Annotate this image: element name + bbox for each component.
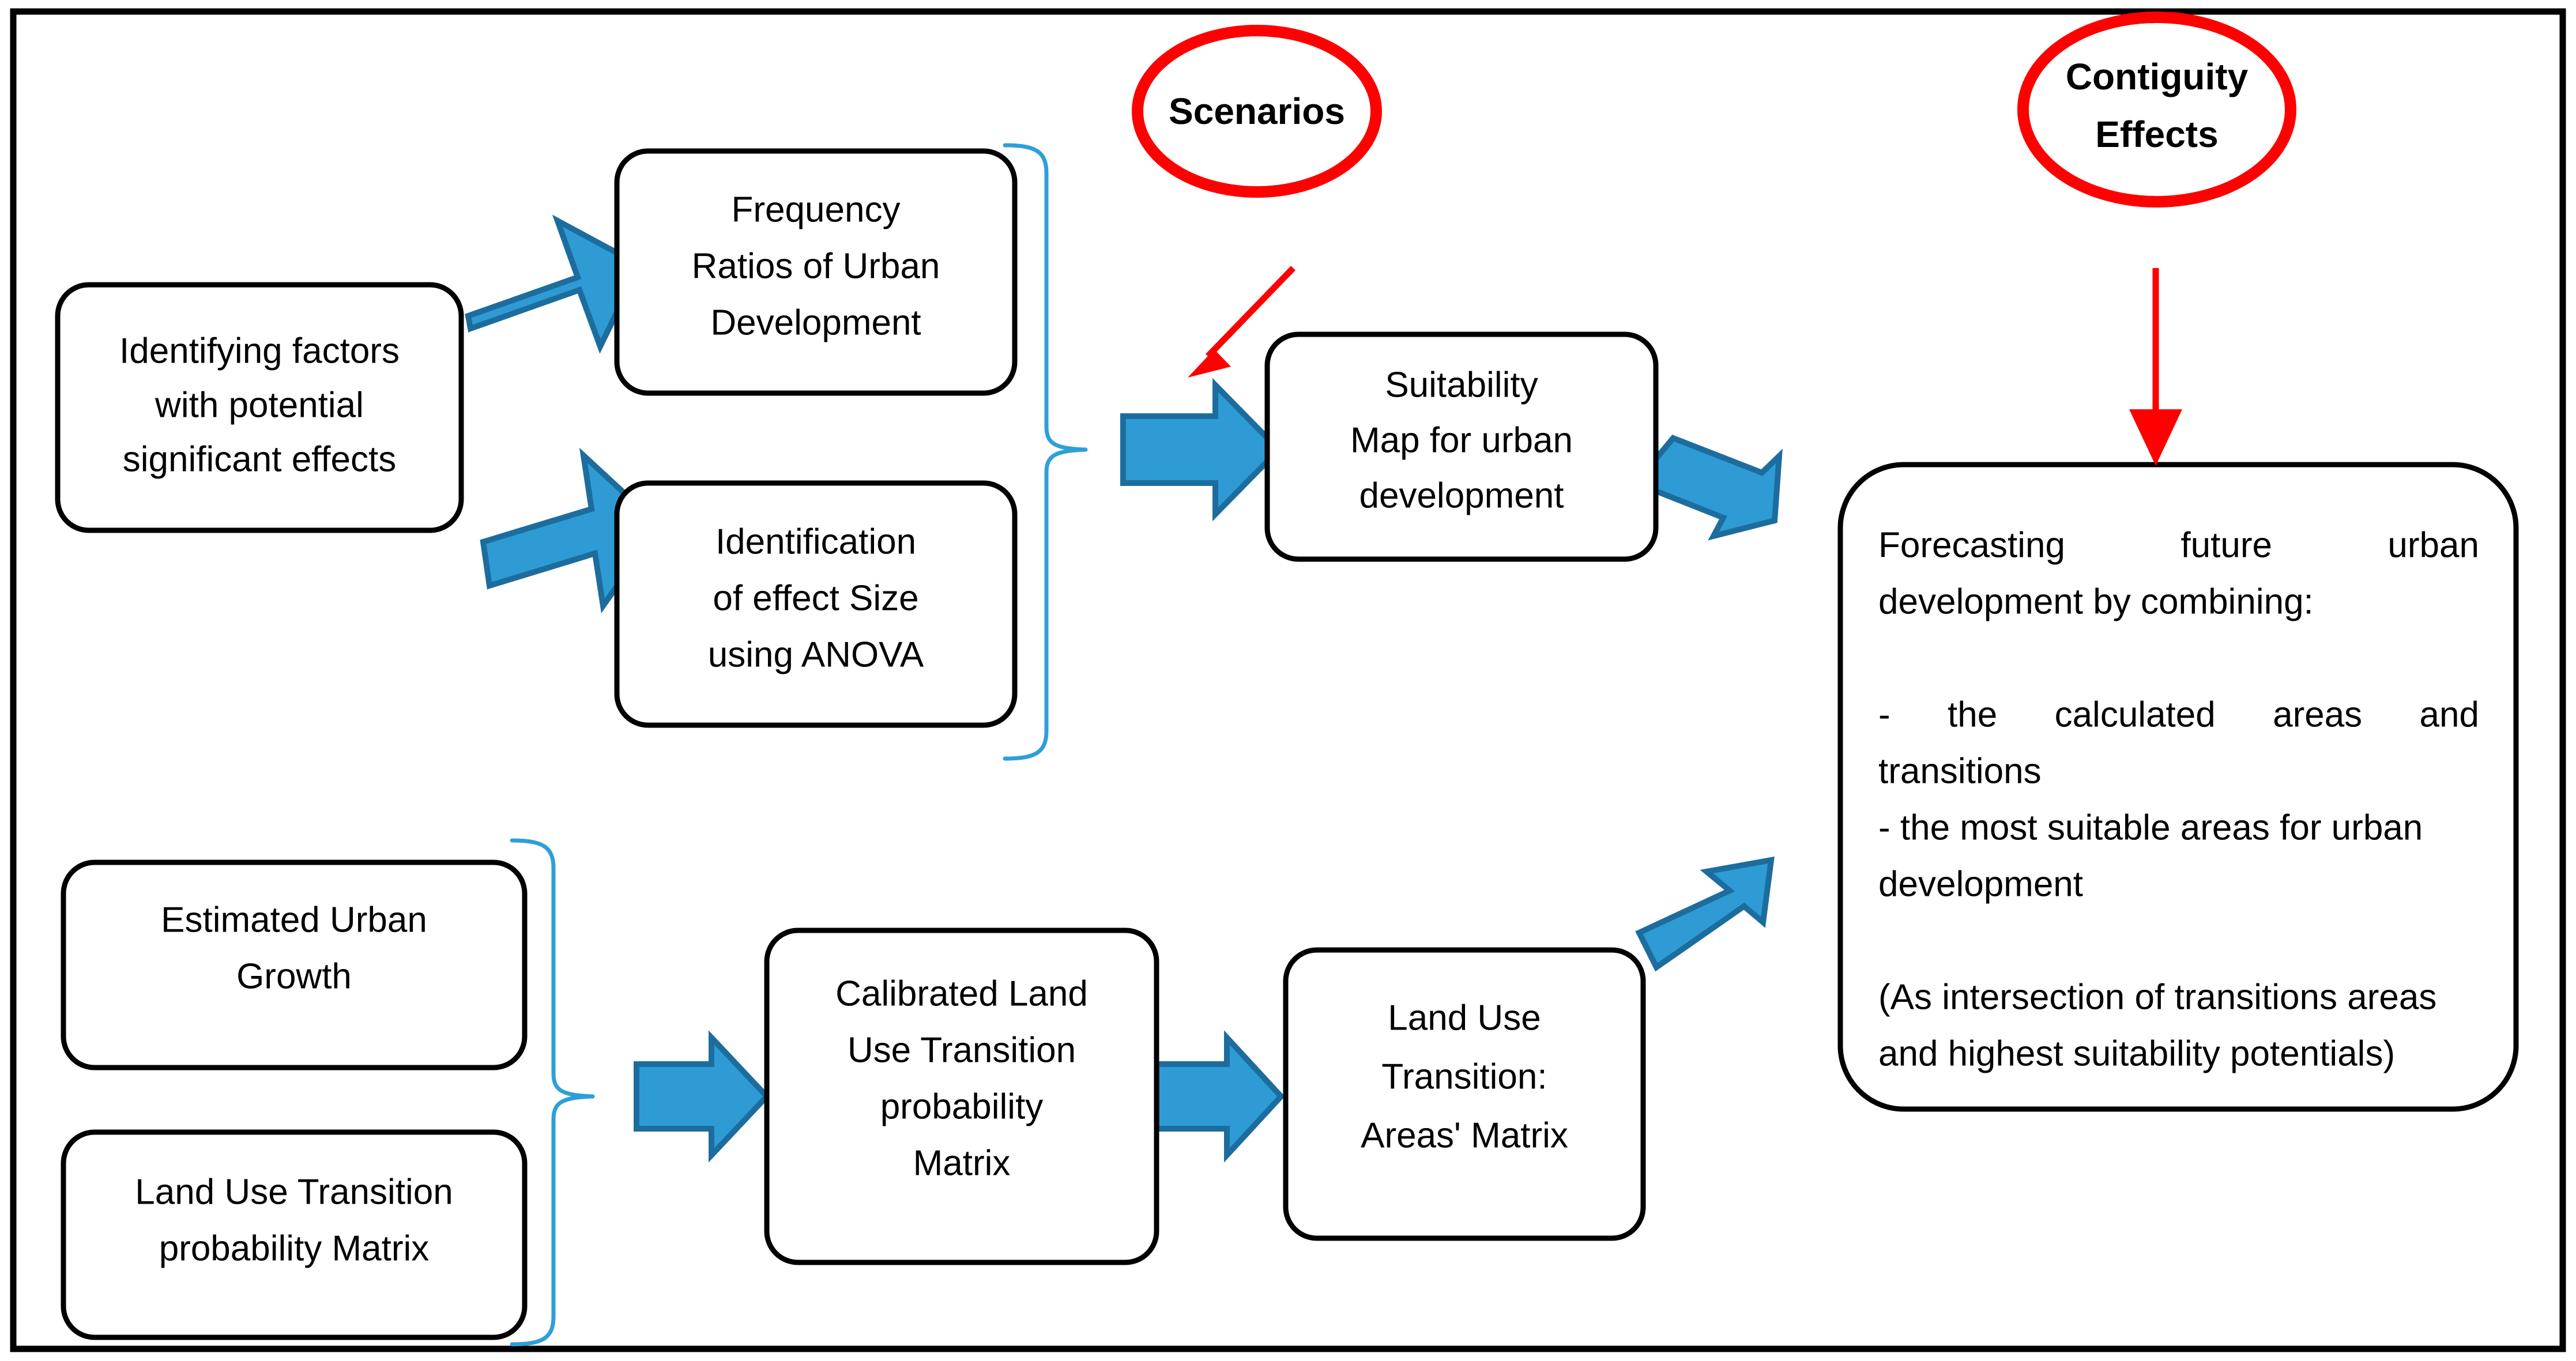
- node-forecasting-word: areas: [2273, 695, 2362, 734]
- node-identifying-factors-line-2: significant effects: [123, 439, 396, 479]
- node-areas-matrix-line-1: Transition:: [1381, 1057, 1547, 1096]
- node-forecasting-line: and highest suitability potentials): [1878, 1034, 2395, 1073]
- node-identifying-factors[interactable]: Identifying factors with potential signi…: [55, 282, 464, 533]
- arrow-areas-to-forecasting: [1635, 856, 1775, 972]
- node-calibrated-matrix-line-3: Matrix: [913, 1143, 1011, 1183]
- node-estimated-growth-line-0: Estimated Urban: [161, 900, 427, 940]
- node-forecasting-word: and: [2420, 695, 2479, 734]
- node-suitability-map-line-0: Suitability: [1385, 365, 1538, 405]
- node-transition-matrix-line-0: Land Use Transition: [135, 1172, 453, 1212]
- node-frequency-ratios[interactable]: Frequency Ratios of Urban Development: [614, 148, 1018, 396]
- node-forecasting-word: the: [1948, 695, 1997, 734]
- node-calibrated-matrix-line-1: Use Transition: [848, 1030, 1076, 1070]
- node-estimated-growth-line-1: Growth: [236, 956, 352, 996]
- node-forecasting-word: calculated: [2055, 695, 2216, 734]
- brace-lower: [510, 838, 595, 1347]
- node-effect-size-line-1: of effect Size: [713, 578, 918, 618]
- node-identifying-factors-line-0: Identifying factors: [119, 331, 400, 371]
- red-connector-contiguity: [2129, 268, 2182, 466]
- node-forecasting-line: (As intersection of transitions areas: [1878, 977, 2436, 1017]
- node-calibrated-matrix[interactable]: Calibrated Land Use Transition probabili…: [764, 928, 1159, 1265]
- node-suitability-map-line-2: development: [1359, 476, 1564, 515]
- node-effect-size-anova[interactable]: Identification of effect Size using ANOV…: [614, 480, 1018, 728]
- node-forecasting-line: development by combining:: [1878, 582, 2314, 621]
- outer-frame: [10, 8, 2566, 1352]
- node-areas-matrix-line-2: Areas' Matrix: [1361, 1115, 1568, 1155]
- arrow-calibrated-to-areas: [1154, 1030, 1285, 1163]
- node-forecasting[interactable]: Forecasting future urban development by com…: [1837, 462, 2519, 1112]
- node-forecasting-word: future: [2180, 525, 2272, 565]
- node-forecasting-word: Forecasting: [1878, 525, 2065, 565]
- node-transition-probability-matrix[interactable]: Land Use Transition probability Matrix: [61, 1129, 528, 1340]
- red-connector-scenarios: [1188, 266, 1295, 378]
- callout-contiguity-line-1: Effects: [2095, 114, 2218, 155]
- node-areas-matrix[interactable]: Land Use Transition: Areas' Matrix: [1283, 947, 1646, 1241]
- node-suitability-map-line-1: Map for urban: [1350, 420, 1573, 460]
- node-calibrated-matrix-line-2: probability: [880, 1087, 1044, 1126]
- callout-scenarios-label: Scenarios: [1169, 91, 1345, 132]
- node-forecasting-line: transitions: [1878, 751, 2042, 791]
- node-suitability-map[interactable]: Suitability Map for urban development: [1264, 331, 1659, 562]
- node-forecasting-paragraph: Forecasting future urban development by com…: [1878, 525, 2479, 1073]
- callout-scenarios[interactable]: Scenarios: [1132, 25, 1382, 198]
- node-identifying-factors-line-1: with potential: [155, 385, 364, 425]
- node-frequency-ratios-line-0: Frequency: [732, 190, 901, 229]
- arrow-brace-to-suitability: [1120, 378, 1283, 522]
- callout-contiguity-effects[interactable]: Contiguity Effects: [2017, 12, 2296, 208]
- node-forecasting-line: development: [1878, 864, 2083, 904]
- node-areas-matrix-line-0: Land Use: [1388, 998, 1541, 1038]
- node-calibrated-matrix-line-0: Calibrated Land: [835, 974, 1088, 1013]
- callout-contiguity-line-0: Contiguity: [2066, 56, 2249, 97]
- node-transition-matrix-line-1: probability Matrix: [159, 1228, 430, 1268]
- arrow-factors-to-frequency: [465, 214, 644, 354]
- node-effect-size-line-0: Identification: [715, 522, 916, 561]
- node-forecasting-line: - the most suitable areas for urban: [1878, 808, 2423, 847]
- node-effect-size-line-2: using ANOVA: [708, 635, 924, 674]
- node-frequency-ratios-line-1: Ratios of Urban: [692, 246, 940, 286]
- brace-upper: [1003, 143, 1088, 761]
- node-estimated-urban-growth[interactable]: Estimated Urban Growth: [61, 859, 528, 1070]
- node-frequency-ratios-line-2: Development: [710, 303, 921, 342]
- arrow-brace-to-calibrated: [634, 1030, 771, 1163]
- node-forecasting-word: urban: [2387, 525, 2479, 565]
- node-forecasting-word: -: [1878, 695, 1890, 734]
